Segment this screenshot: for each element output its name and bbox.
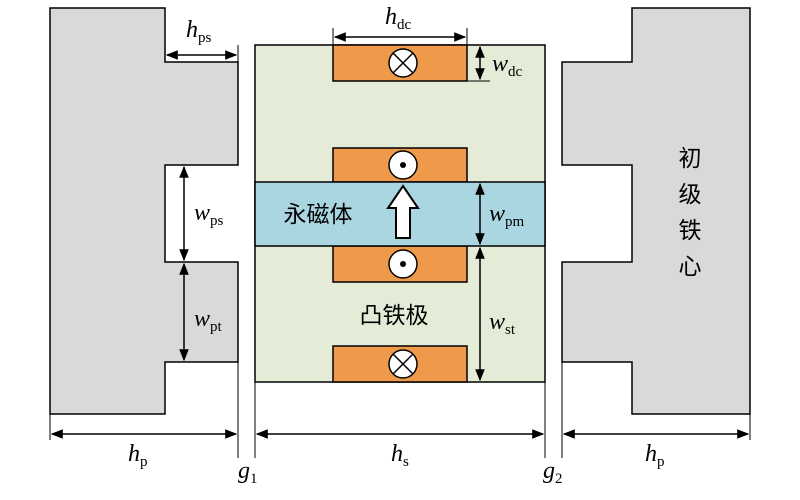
w-ps-label: wps [194,200,224,229]
h-dc-label: hdc [385,4,412,33]
up-arrow-icon [386,184,420,239]
salient-iron-pole-label: 凸铁极 [360,303,429,329]
right-primary-core [561,7,751,415]
g-1-label: g1 [238,458,258,487]
w-pm-label: wpm [489,201,525,230]
h-s-label: hs [391,441,409,470]
w-pt-label: wpt [194,306,223,335]
cross-circle-icon [388,48,418,78]
h-p-right-label: hp [645,441,665,470]
h-p-left-label: hp [128,441,148,470]
dot-circle-icon [388,150,418,180]
primary-core-label: 初 级 铁 心 [679,146,702,280]
h-ps-label: hps [186,17,212,46]
g-2-label: g2 [543,458,563,487]
permanent-magnet-label: 永磁体 [284,202,353,228]
svg-text:级: 级 [679,182,702,208]
dot-circle-icon [388,249,418,279]
svg-text:心: 心 [679,254,702,280]
extension-lines [49,28,751,458]
svg-text:铁: 铁 [679,218,702,244]
dimension-arrows [50,32,750,439]
svg-text:初: 初 [679,146,702,172]
w-st-label: wst [489,309,516,338]
w-dc-label: wdc [492,51,523,80]
cross-circle-icon [388,349,418,379]
